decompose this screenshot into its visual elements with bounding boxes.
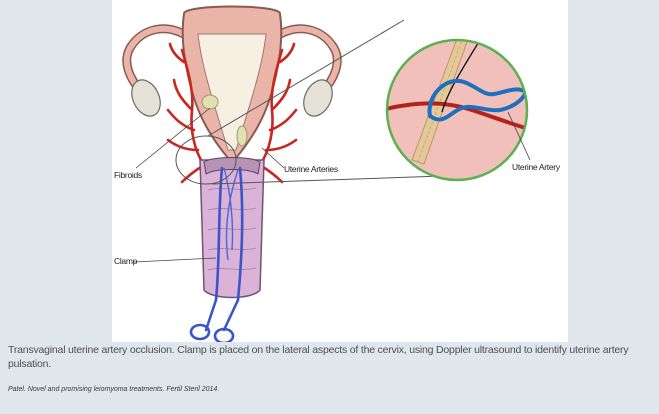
label-uterine-artery: Uterine Artery xyxy=(512,162,561,172)
figure-caption: Transvaginal uterine artery occlusion. C… xyxy=(8,343,656,371)
label-fibroids: Fibroids xyxy=(114,170,142,180)
fibroid-upper xyxy=(202,95,218,109)
uterine-artery-diagram: Fibroids Uterine Arteries Uterine Artery… xyxy=(112,0,568,342)
figure-citation: Patel. Novel and promising leiomyoma tre… xyxy=(8,386,219,393)
label-uterine-arteries: Uterine Arteries xyxy=(284,164,338,174)
fibroid-lower xyxy=(237,126,247,146)
label-clamp: Clamp xyxy=(114,256,138,266)
inset-magnified-view xyxy=(382,0,542,180)
